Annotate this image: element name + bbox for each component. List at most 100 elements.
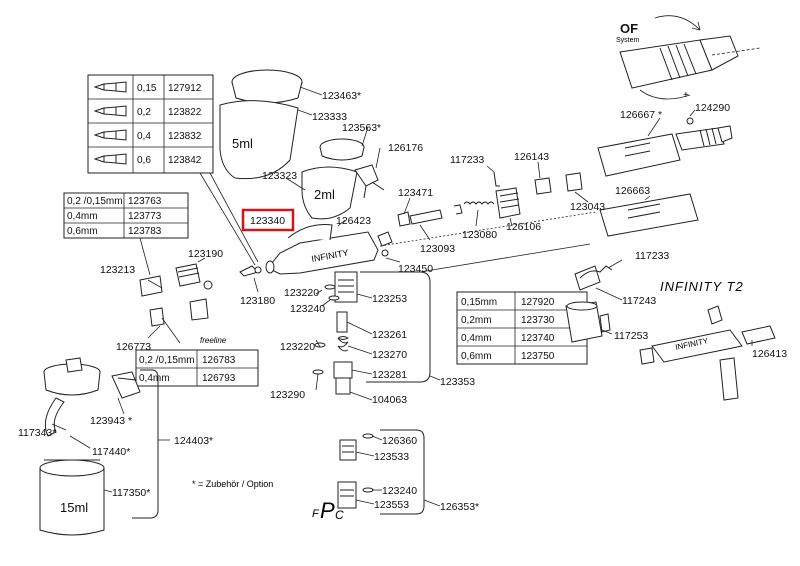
system-label: System xyxy=(616,37,640,44)
valve-part xyxy=(354,164,385,199)
part-label-126667: 126667 * xyxy=(620,109,662,121)
part-label-123190: 123190 xyxy=(188,248,223,260)
needle-right-size-4: 0,6mm xyxy=(461,351,492,362)
nozzle-size-2: 0,2 xyxy=(137,107,151,118)
nozzle-table: 0,15 127912 0,2 123822 0,4 123832 0,6 12… xyxy=(87,74,259,266)
legend-text: * = Zubehör / Option xyxy=(192,479,273,489)
nozzle-size-1: 0,15 xyxy=(137,83,157,94)
fine-size-2: 0,4mm xyxy=(139,373,170,384)
needle-right-size-3: 0,4mm xyxy=(461,333,492,344)
part-label-123093: 123093 xyxy=(420,243,455,255)
part-label-117253: 117253 xyxy=(614,330,648,342)
t2-body-part xyxy=(651,329,743,363)
needle-right-code-2: 123730 xyxy=(521,315,555,326)
needle-right-code-4: 123750 xyxy=(521,351,555,362)
part-label-123450: 123450 xyxy=(398,263,433,275)
part-label-123220-top: 123220 xyxy=(284,287,319,299)
valve-stack xyxy=(312,271,431,395)
rotation-arrow-icon xyxy=(654,15,701,31)
part-label-126176: 126176 xyxy=(388,142,423,154)
part-123213-shape xyxy=(139,275,163,297)
needle-left-size-3: 0,6mm xyxy=(67,226,98,237)
fpc-p: P xyxy=(320,498,335,523)
needle-table-right: 0,15mm 127920 0,2mm 123730 0,4mm 123740 … xyxy=(456,291,588,365)
needle-left-size-2: 0,4mm xyxy=(67,211,98,222)
cup-5ml-label: 5ml xyxy=(232,136,253,151)
nozzle-code-2: 123822 xyxy=(168,107,202,118)
fine-size-1: 0,2 /0,15mm xyxy=(139,355,195,366)
highlight-box xyxy=(241,208,295,232)
model-label: INFINITY T2 xyxy=(660,279,744,294)
spring-part xyxy=(463,201,495,205)
needle-right-code-3: 123740 xyxy=(521,333,555,344)
needle-left-code-3: 123783 xyxy=(128,226,162,237)
airbrush-body: INFINITY xyxy=(239,117,733,303)
cup-2ml-part xyxy=(301,166,358,220)
needle-table-left: 0,2 /0,15mm 123763 0,4mm 123773 0,6mm 12… xyxy=(63,192,189,276)
needle-right-size-1: 0,15mm xyxy=(461,297,497,308)
part-label-123281: 123281 xyxy=(372,369,407,381)
needle-left-code-2: 123773 xyxy=(128,211,162,222)
part-label-123463: 123463* xyxy=(322,90,361,102)
part-label-123180: 123180 xyxy=(240,295,275,307)
fpc-c: C xyxy=(335,508,344,522)
part-label-123340: 123340 xyxy=(250,215,285,227)
part-label-126663: 126663 xyxy=(615,185,650,197)
needle-guide-part xyxy=(409,209,443,225)
part-label-123563: 123563* xyxy=(342,122,381,134)
part-label-123553: 123553 xyxy=(374,499,409,511)
freeline-text: freeline xyxy=(200,336,227,345)
needle-line xyxy=(419,243,591,273)
cup-2ml-label: 2ml xyxy=(314,187,335,202)
main-body-part xyxy=(267,231,379,275)
jar-15ml-label: 15ml xyxy=(60,500,88,515)
part-label-117233-right: 117233 xyxy=(635,250,669,262)
part-label-104063: 104063 xyxy=(372,394,407,406)
part-label-126353: 126353* xyxy=(440,501,479,513)
nozzle-size-3: 0,4 xyxy=(137,131,151,142)
part-label-123353: 123353 xyxy=(440,376,475,388)
of-system-group: OF System + xyxy=(616,15,761,101)
leader-lines xyxy=(51,86,753,507)
part-label-123220-mid: 123220 xyxy=(280,341,315,353)
part-label-126143: 126143 xyxy=(514,151,549,163)
part-label-123240-bottom: 123240 xyxy=(382,485,417,497)
part-label-123253: 123253 xyxy=(372,293,407,305)
needle-left-code-1: 123763 xyxy=(128,196,162,207)
part-label-123533: 123533 xyxy=(374,451,409,463)
infinity-t2-group: INFINITY T2 INFINITY xyxy=(565,265,776,401)
part-label-123323: 123323 xyxy=(262,170,297,182)
hose-part xyxy=(44,397,65,437)
air-valve-part xyxy=(335,377,351,395)
part-label-123080: 123080 xyxy=(462,229,497,241)
fine-table: 0,2 /0,15mm 126783 0,4mm 126793 xyxy=(135,349,259,387)
part-labels: 123463* 123333 123563* 126176 123323 123… xyxy=(18,90,787,513)
fine-code-2: 126793 xyxy=(202,373,236,384)
left-small-parts: freeline xyxy=(139,263,227,345)
part-label-123471: 123471 xyxy=(398,187,433,199)
handle-short-part xyxy=(599,193,699,237)
jar-15ml-part xyxy=(39,467,105,536)
trigger-guide-part xyxy=(495,187,521,219)
needle-left-size-1: 0,2 /0,15mm xyxy=(67,196,123,207)
of-label: OF xyxy=(620,21,638,36)
needle-right-size-2: 0,2mm xyxy=(461,315,492,326)
part-label-123270: 123270 xyxy=(372,349,407,361)
part-label-123943: 123943 * xyxy=(90,415,132,427)
cup-5ml-part xyxy=(219,100,299,180)
rotation-arrow-bottom-icon xyxy=(639,89,691,100)
part-label-117243: 117243 xyxy=(622,295,656,307)
needle-right-code-1: 127920 xyxy=(521,297,555,308)
nozzle-code-3: 123832 xyxy=(168,131,202,142)
fpc-f: F xyxy=(312,508,320,520)
part-label-117440: 117440* xyxy=(92,446,130,458)
part-label-123333: 123333 xyxy=(312,111,347,123)
part-label-124290: 124290 xyxy=(695,102,730,114)
cups-group: 5ml 2ml xyxy=(219,69,385,220)
handle-part xyxy=(597,133,681,177)
part-label-123290: 123290 xyxy=(270,389,305,401)
part-label-123261: 123261 xyxy=(372,329,407,341)
part-label-124403: 124403* xyxy=(174,435,213,447)
part-label-117343: 117343* xyxy=(18,427,56,439)
